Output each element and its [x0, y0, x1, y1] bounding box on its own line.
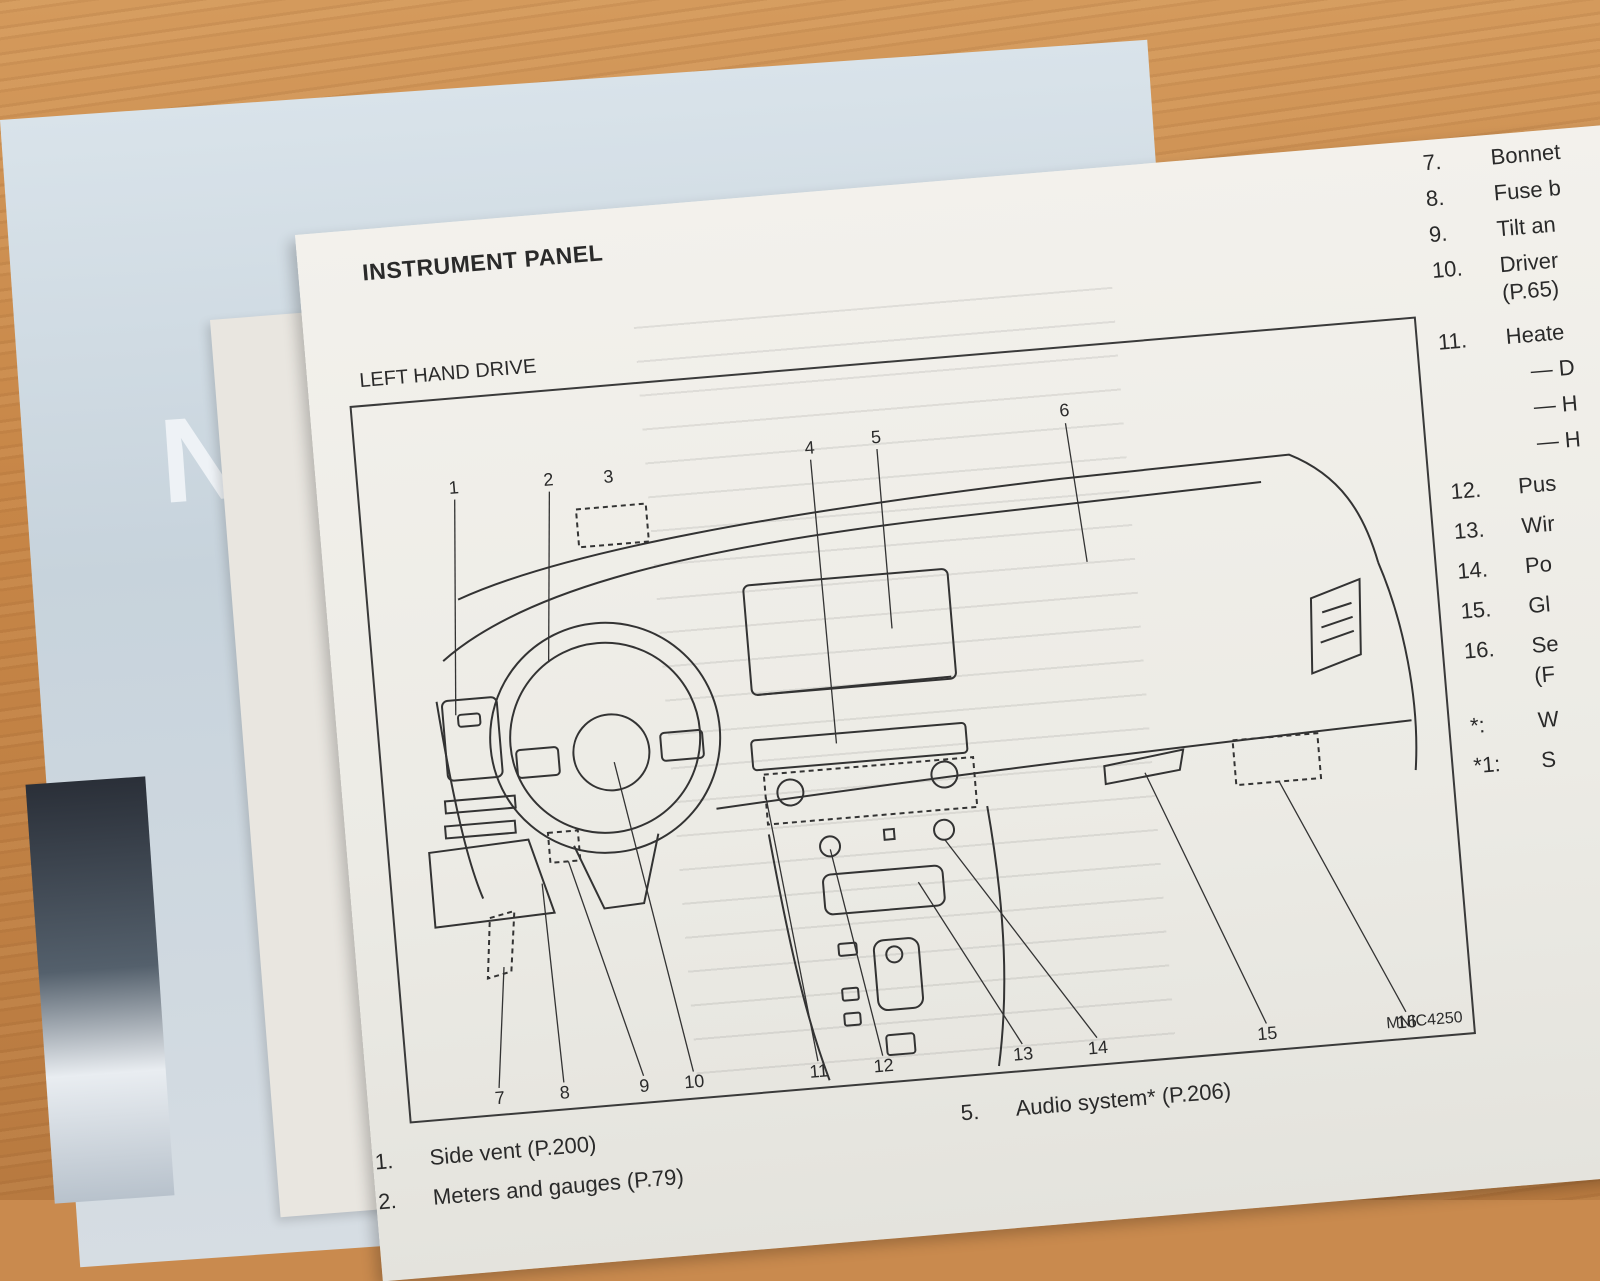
callout-12: 12: [872, 1054, 895, 1077]
callout-13: 13: [1012, 1043, 1034, 1065]
callout-14: 14: [1087, 1036, 1109, 1059]
callout-4: 4: [803, 437, 816, 459]
right-item-footnote-1: *1:S: [1472, 746, 1557, 779]
figure-subtitle: LEFT HAND DRIVE: [358, 355, 538, 393]
legend-item-5: 5.Audio system* (P.206): [959, 1077, 1232, 1126]
right-item-12: 12.Pus: [1449, 470, 1558, 505]
dashboard-line-drawing: [428, 423, 1418, 1088]
right-item-11c: — H: [1535, 426, 1582, 455]
right-item-16: 16.Se: [1462, 630, 1560, 664]
right-item-8: 8.Fuse b: [1424, 174, 1562, 212]
callout-15: 15: [1256, 1022, 1279, 1045]
instrument-panel-figure: 1 2 3 4 5 6 7 8 9 10 11 12 13 14 15 16 M…: [349, 316, 1476, 1124]
right-item-11b: — H: [1532, 390, 1579, 419]
callout-6: 6: [1058, 399, 1071, 421]
callout-11: 11: [808, 1060, 829, 1082]
callout-2: 2: [542, 469, 555, 491]
right-item-14: 14.Po: [1456, 551, 1553, 584]
right-item-16-page: (F: [1533, 661, 1556, 688]
legend-item-1: 1.Side vent (P.200): [373, 1131, 598, 1175]
callout-1: 1: [447, 477, 460, 498]
right-item-11a: — D: [1529, 354, 1576, 384]
callout-10: 10: [683, 1070, 706, 1093]
page-title: INSTRUMENT PANEL: [361, 239, 605, 286]
right-item-footnote: *:W: [1469, 705, 1560, 739]
right-item-13: 13.Wir: [1452, 510, 1556, 545]
callout-3: 3: [602, 466, 615, 488]
callout-5: 5: [870, 426, 882, 448]
right-item-9: 9.Tilt an: [1427, 211, 1557, 248]
right-item-11: 11.Heate: [1436, 319, 1566, 355]
right-item-15: 15.Gl: [1459, 591, 1552, 624]
callout-9: 9: [638, 1075, 651, 1097]
callout-8: 8: [558, 1082, 571, 1103]
right-item-7: 7.Bonnet: [1421, 138, 1562, 176]
manual-page: INSTRUMENT PANEL LEFT HAND DRIVE: [295, 117, 1600, 1281]
callout-7: 7: [494, 1087, 506, 1109]
